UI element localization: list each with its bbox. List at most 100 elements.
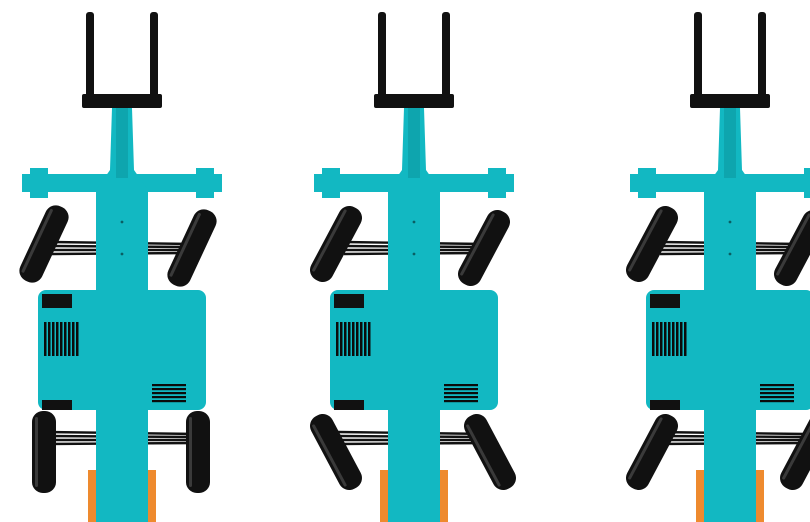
rear-right-tire-highlight	[466, 424, 501, 487]
front-right-tire-highlight	[460, 213, 495, 276]
fork-carriage	[82, 94, 162, 108]
grille-bar	[348, 322, 351, 356]
central-boom	[704, 108, 756, 522]
grille-bar	[76, 322, 79, 356]
rear-right-tire-highlight	[782, 417, 810, 480]
vehicle-1-svg	[19, 12, 222, 522]
front-left-tire-highlight	[312, 209, 347, 272]
front-left-tire	[19, 205, 69, 283]
grille-bar	[60, 322, 63, 356]
rear-left-tire-highlight	[312, 424, 347, 487]
front-right-tire	[458, 210, 510, 286]
chassis-left-slot	[650, 294, 680, 308]
vehicle-3	[608, 0, 810, 522]
front-left-tire-tread	[626, 206, 678, 282]
vent-slat	[760, 396, 794, 399]
vent-slat	[760, 384, 794, 387]
chassis-left-slot	[42, 294, 72, 308]
vent-slat	[152, 388, 186, 391]
grille-bar	[656, 322, 659, 356]
fork-left-tine	[694, 12, 702, 98]
side-vent	[152, 384, 186, 403]
grille-bar	[340, 322, 343, 356]
crossbar-right-end	[804, 168, 810, 198]
vent-slat	[152, 400, 186, 403]
grille-bar	[684, 322, 687, 356]
chassis-rear-slot	[650, 400, 680, 410]
grille-bar	[680, 322, 683, 356]
grille-bar	[72, 322, 75, 356]
fork-carriage	[690, 94, 770, 108]
crossbar-left-end	[30, 168, 48, 198]
vent-slat	[444, 400, 478, 403]
front-right-tire-tread	[458, 210, 510, 286]
vent-slat	[152, 392, 186, 395]
front-left-tire-tread	[19, 205, 69, 283]
central-boom	[96, 108, 148, 522]
boom-bolt	[120, 220, 124, 224]
grille-bar	[652, 322, 655, 356]
rear-left-tire-tread	[626, 414, 678, 490]
fork-left-tine	[378, 12, 386, 98]
vehicle-3-svg	[626, 12, 810, 522]
grille-bar	[668, 322, 671, 356]
front-left-tire-tread	[310, 206, 362, 282]
boom-bolt	[728, 220, 732, 224]
grille-bar	[368, 322, 371, 356]
grille-bar	[344, 322, 347, 356]
rear-left-tire	[310, 414, 362, 490]
engine-grille	[336, 322, 371, 356]
grille-bar	[44, 322, 47, 356]
front-right-tire	[167, 209, 217, 287]
rear-right-tire-tread	[780, 414, 810, 490]
vent-slat	[444, 392, 478, 395]
front-right-tire-highlight	[776, 213, 810, 276]
vent-slat	[444, 388, 478, 391]
crossbar-left-end	[638, 168, 656, 198]
rear-right-tire	[780, 414, 810, 490]
engine-grille	[652, 322, 687, 356]
grille-bar	[360, 322, 363, 356]
grille-bar	[68, 322, 71, 356]
front-left-tire	[310, 206, 362, 282]
fork-right-tine	[150, 12, 158, 98]
front-right-tire-highlight	[169, 212, 201, 277]
grille-bar	[672, 322, 675, 356]
side-vent	[444, 384, 478, 403]
central-boom	[388, 108, 440, 522]
rear-left-tire-highlight	[628, 417, 663, 480]
boom-bolt	[412, 220, 416, 224]
grille-bar	[352, 322, 355, 356]
boom-bolt	[728, 252, 732, 256]
engine-grille	[44, 322, 79, 356]
rear-left-tire	[32, 411, 56, 493]
vent-slat	[444, 384, 478, 387]
vent-slat	[152, 396, 186, 399]
front-left-tire	[626, 206, 678, 282]
rear-right-tire-tread	[464, 414, 516, 490]
rear-left-tire-tread	[310, 414, 362, 490]
fork-left-tine	[86, 12, 94, 98]
rear-left-tire-highlight	[35, 417, 38, 487]
vehicle-1	[0, 0, 270, 522]
grille-bar	[52, 322, 55, 356]
chassis-rear-slot	[334, 400, 364, 410]
grille-bar	[64, 322, 67, 356]
boom-bolt	[412, 252, 416, 256]
vehicle-2-svg	[310, 12, 516, 522]
vehicle-2	[292, 0, 562, 522]
front-left-tire-highlight	[21, 208, 53, 273]
rear-right-tire-highlight	[189, 417, 192, 487]
vent-slat	[760, 388, 794, 391]
front-left-tire-highlight	[628, 209, 663, 272]
grille-bar	[48, 322, 51, 356]
grille-bar	[56, 322, 59, 356]
grille-bar	[336, 322, 339, 356]
grille-bar	[356, 322, 359, 356]
crossbar-left-end	[322, 168, 340, 198]
fork-right-tine	[442, 12, 450, 98]
vent-slat	[152, 384, 186, 387]
crossbar-right-end	[488, 168, 506, 198]
vent-slat	[760, 400, 794, 403]
boom-neck	[408, 108, 420, 178]
